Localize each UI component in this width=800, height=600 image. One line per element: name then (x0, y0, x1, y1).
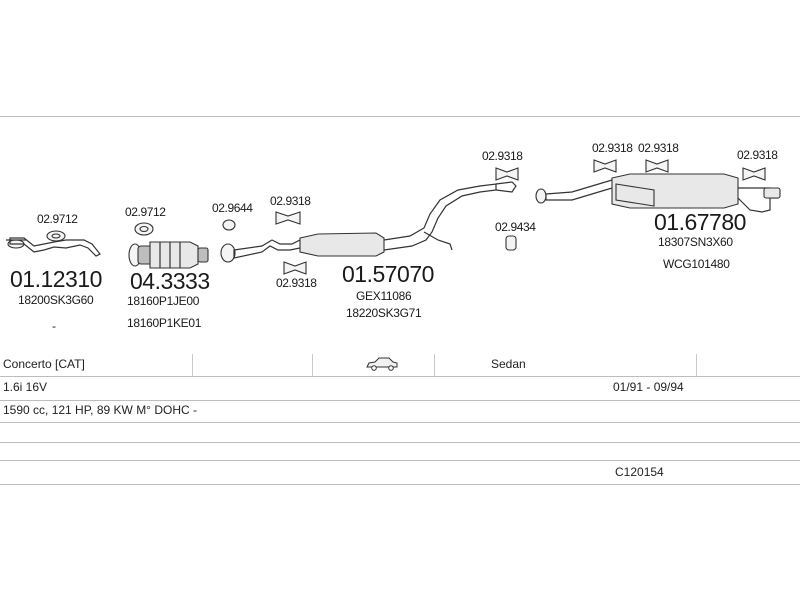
middle-silencer-part[interactable] (220, 181, 517, 263)
model-cell: Concerto [CAT] (3, 357, 85, 371)
part-ref2-p3: 18220SK3G71 (346, 306, 422, 320)
part-ref1-p4: 18307SN3X60 (658, 235, 733, 249)
row-specs: 1590 cc, 121 HP, 89 KW M° DOHC - (0, 400, 800, 423)
clamp-label-c1: 02.9712 (37, 212, 78, 226)
hanger-c9-icon[interactable] (645, 159, 669, 173)
sedan-car-icon (362, 354, 422, 376)
top-divider (0, 116, 800, 117)
hanger-c4-icon[interactable] (275, 211, 301, 225)
clamp-label-c6: 02.9318 (482, 149, 523, 163)
part-number-p3: 01.57070 (342, 261, 434, 287)
front-pipe-part[interactable] (6, 237, 101, 257)
row-empty-1 (0, 422, 800, 443)
part-ref2-p4: WCG101480 (663, 257, 730, 271)
rear-silencer-part[interactable] (535, 173, 781, 213)
body-type-cell: Sedan (491, 357, 526, 371)
gasket-c3-icon[interactable] (222, 219, 236, 231)
row-catalog: C120154 (0, 460, 800, 485)
part-ref2-p1: - (52, 319, 56, 333)
engine-cell: 1.6i 16V (3, 380, 48, 394)
part-ref2-p2: 18160P1KE01 (127, 316, 202, 330)
clamp-label-c10: 02.9318 (737, 148, 778, 162)
part-ref1-p3: GEX11086 (356, 289, 412, 303)
part-ref1-p2: 18160P1JE00 (127, 294, 200, 308)
clamp-label-c4: 02.9318 (270, 194, 311, 208)
part-ref1-p1: 18200SK3G60 (18, 293, 94, 307)
part-number-p2: 04.3333 (130, 268, 210, 294)
catalytic-converter-part[interactable] (128, 241, 209, 269)
specs-cell: 1590 cc, 121 HP, 89 KW M° DOHC - (3, 403, 197, 417)
hanger-c7-icon[interactable] (505, 235, 517, 251)
clamp-label-c2: 02.9712 (125, 205, 166, 219)
clamp-label-c8: 02.9318 (592, 141, 633, 155)
row-engine: 1.6i 16V 01/91 - 09/94 (0, 376, 800, 401)
clamp-label-c9: 02.9318 (638, 141, 679, 155)
clamp-label-c5: 02.9318 (276, 276, 317, 290)
gasket-c2-icon[interactable] (134, 222, 154, 236)
hanger-c6-icon[interactable] (495, 167, 519, 181)
period-cell: 01/91 - 09/94 (613, 380, 684, 394)
hanger-c8-icon[interactable] (593, 159, 617, 173)
part-number-p1: 01.12310 (10, 266, 102, 292)
catalog-code-cell: C120154 (615, 465, 664, 479)
hanger-c10-icon[interactable] (742, 167, 766, 181)
clamp-label-c3: 02.9644 (212, 201, 253, 215)
gasket-c1-icon[interactable] (46, 230, 66, 242)
part-number-p4: 01.67780 (654, 209, 746, 235)
row-model: Concerto [CAT] Sedan (0, 354, 800, 377)
clamp-label-c7: 02.9434 (495, 220, 536, 234)
row-empty-2 (0, 442, 800, 461)
hanger-c5-icon[interactable] (283, 261, 307, 275)
